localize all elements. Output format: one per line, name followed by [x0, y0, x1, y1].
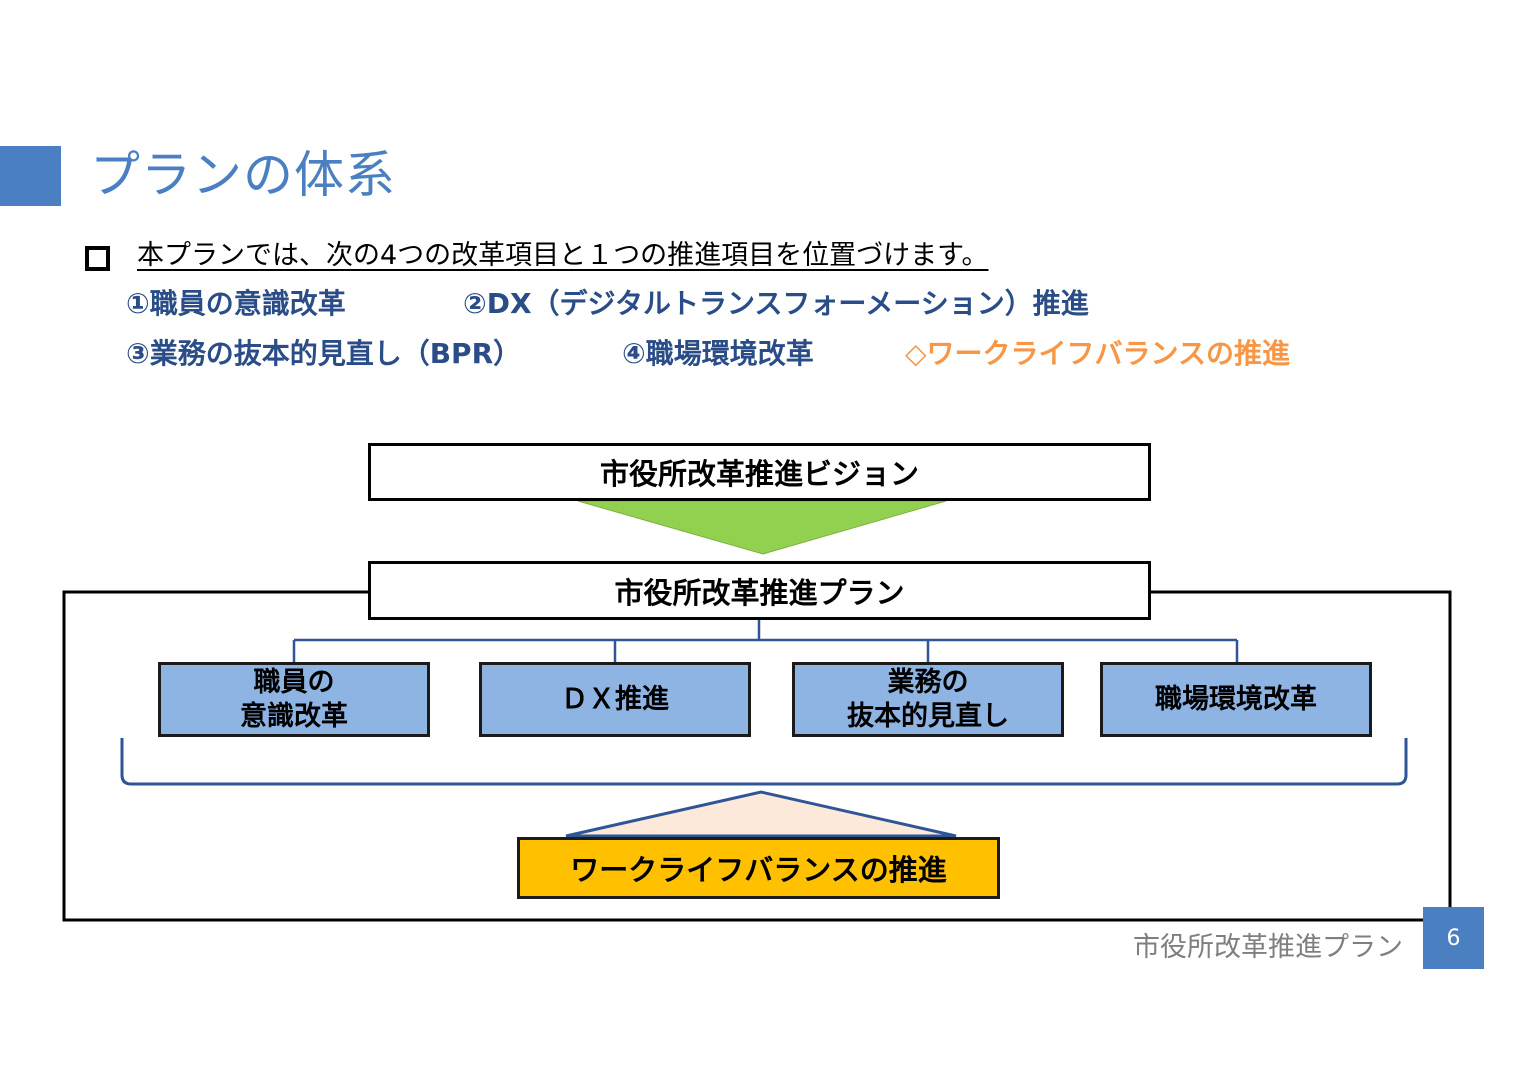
sub-box-staff-awareness: 職員の 意識改革: [158, 662, 430, 737]
square-bullet-icon: [85, 246, 110, 271]
bracket: [120, 738, 1408, 786]
sub-box-line: 職員の: [253, 666, 335, 698]
sub-box-bpr: 業務の 抜本的見直し: [792, 662, 1064, 737]
item-3: ③業務の抜本的見直し（BPR）: [126, 337, 522, 370]
item-wlb: ◇ワークライフバランスの推進: [905, 337, 1290, 370]
sub-box-line: ＤＸ推進: [561, 683, 669, 715]
sub-box-dx: ＤＸ推進: [479, 662, 751, 737]
sub-box-line: 職場環境改革: [1155, 683, 1317, 715]
sub-box-line: 意識改革: [240, 700, 348, 732]
outer-frame-left: [62, 590, 1452, 922]
sub-box-line: 業務の: [887, 666, 969, 698]
item-4: ④職場環境改革: [622, 337, 814, 370]
title-marker: [0, 146, 61, 206]
footer-text: 市役所改革推進プラン: [1133, 932, 1403, 963]
item-2: ②DX（デジタルトランスフォーメーション）推進: [463, 287, 1089, 320]
intro-text: 本プランでは、次の4つの改革項目と１つの推進項目を位置づけます。: [137, 240, 989, 271]
wlb-box: ワークライフバランスの推進: [517, 837, 1000, 899]
item-1: ①職員の意識改革: [126, 287, 346, 320]
connector-lines: [292, 620, 1239, 662]
page-number: 6: [1423, 907, 1484, 969]
sub-box-workplace: 職場環境改革: [1100, 662, 1372, 737]
plan-label: 市役所改革推進プラン: [614, 575, 905, 610]
page-title: プランの体系: [90, 146, 396, 204]
wlb-label: ワークライフバランスの推進: [570, 853, 947, 887]
up-arrow: [565, 790, 957, 838]
down-arrow: [577, 500, 947, 555]
vision-label: 市役所改革推進ビジョン: [599, 457, 919, 491]
vision-box: 市役所改革推進ビジョン: [368, 443, 1151, 501]
sub-box-line: 抜本的見直し: [847, 700, 1009, 732]
plan-box: 市役所改革推進プラン: [368, 561, 1151, 620]
